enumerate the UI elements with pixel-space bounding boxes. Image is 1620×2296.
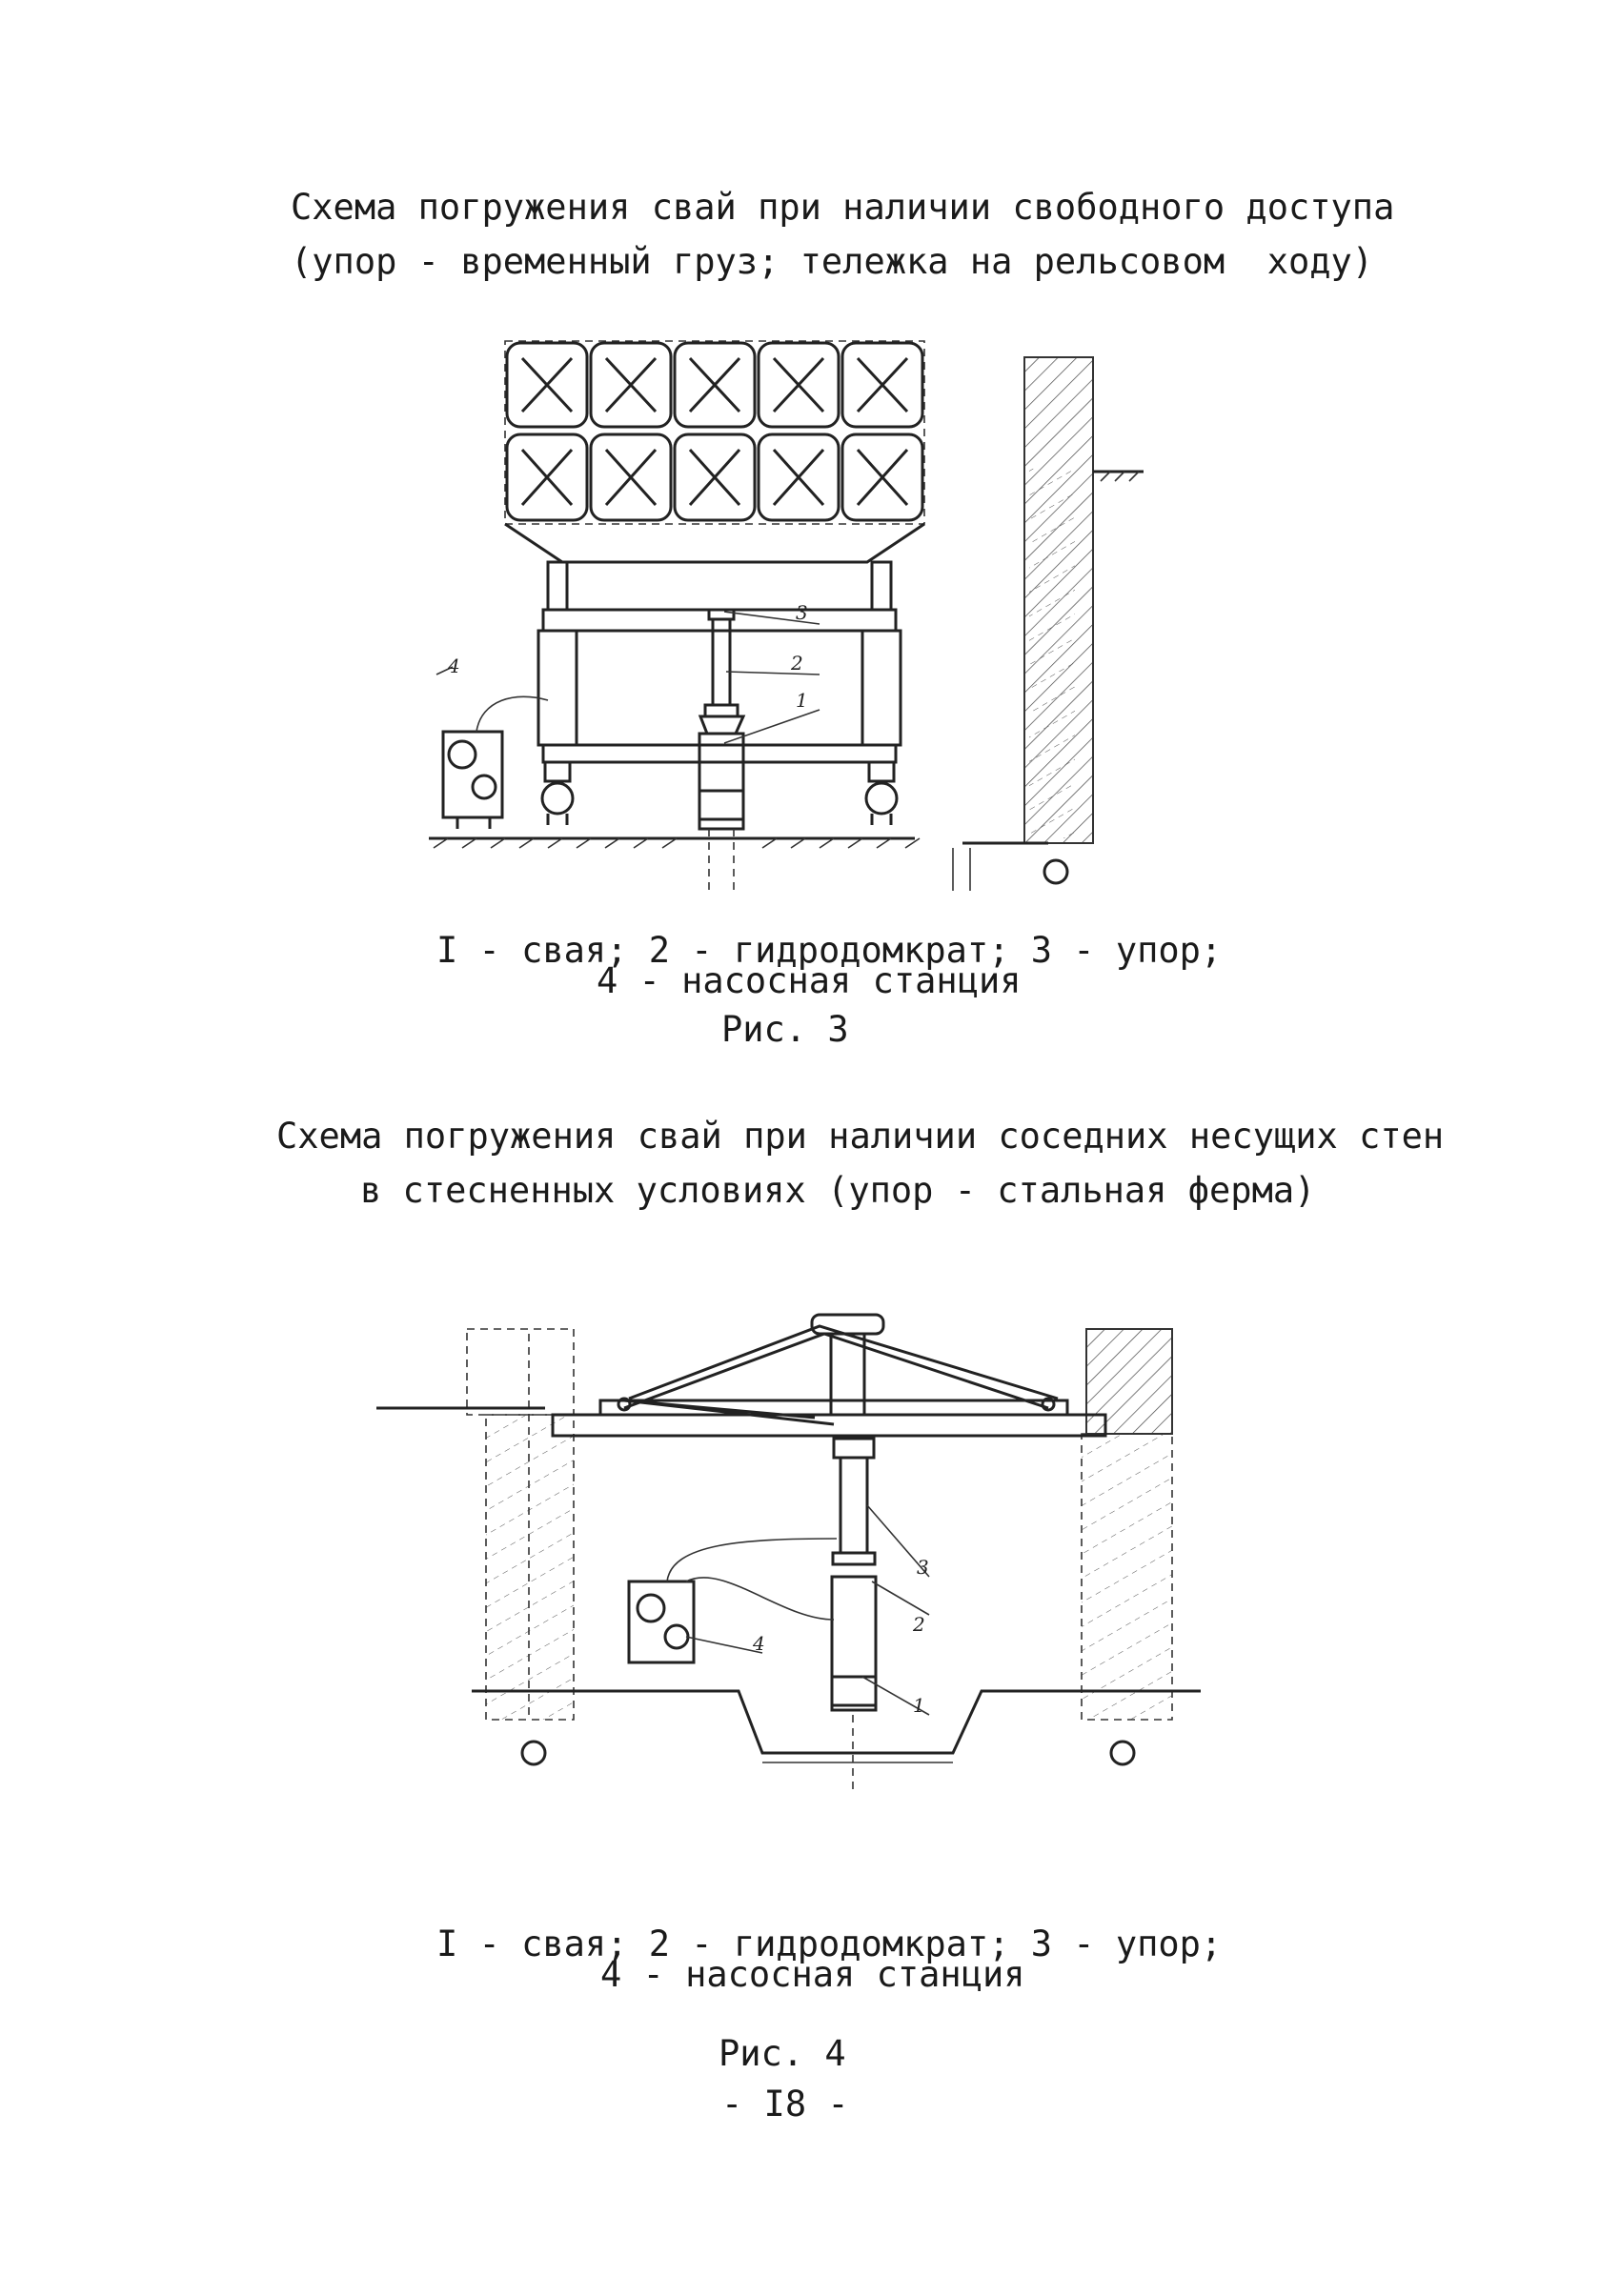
figure3-pump-station xyxy=(441,695,549,829)
figure4-right-wall xyxy=(1081,1328,1173,1766)
figure3-weight-blocks xyxy=(504,340,925,564)
figure3-adjacent-wall xyxy=(952,356,1144,891)
figure3-label-4: 4 xyxy=(447,655,460,677)
figure3-legend-line2: 4 - насосная станция xyxy=(597,960,1022,1001)
figure4-title-line1: Схема погружения свай при наличии соседн… xyxy=(276,1116,1445,1157)
figure4-legend-line2: 4 - насосная станция xyxy=(600,1954,1025,1995)
figure3-title-line2: (упор - временный груз; тележка на рельс… xyxy=(291,241,1374,282)
figure3-label-3: 3 xyxy=(796,601,808,624)
figure4-caption: Рис. 4 xyxy=(719,2033,846,2074)
figure3-legend-line1: I - свая; 2 - гидродомкрат; 3 - упор; xyxy=(436,930,1223,971)
page-number: - I8 - xyxy=(721,2084,849,2125)
figure3-drawing: 3 2 1 4 xyxy=(429,340,1144,896)
figure4-label-1: 1 xyxy=(913,1694,925,1717)
figure4-drawing: 4 3 2 1 xyxy=(376,1313,1201,1791)
figure4-jack-and-pile xyxy=(830,1437,878,1791)
figure4-left-wall xyxy=(376,1328,575,1766)
figure3-title-line1: Схема погружения свай при наличии свобод… xyxy=(291,187,1395,228)
figure4-steel-truss xyxy=(551,1313,1107,1438)
figure3-caption: Рис. 3 xyxy=(721,1009,849,1050)
figure4-title-line2: в стесненных условиях (упор - стальная ф… xyxy=(360,1170,1316,1211)
figure3-callouts: 3 2 1 4 xyxy=(435,601,820,744)
figure3-label-1: 1 xyxy=(796,689,808,712)
figure4-pump-station xyxy=(627,1538,838,1664)
figure4-callouts: 4 3 2 1 xyxy=(685,1504,930,1717)
figure4-label-2: 2 xyxy=(912,1613,925,1636)
figure3-jack-and-pile xyxy=(698,608,746,896)
figure4-label-4: 4 xyxy=(752,1632,765,1655)
figure4-label-3: 3 xyxy=(917,1556,929,1579)
figure4-legend-line1: I - свая; 2 - гидродомкрат; 3 - упор; xyxy=(436,1923,1223,1964)
figure3-trolley-frame xyxy=(537,560,902,825)
figure3-label-2: 2 xyxy=(790,652,803,675)
